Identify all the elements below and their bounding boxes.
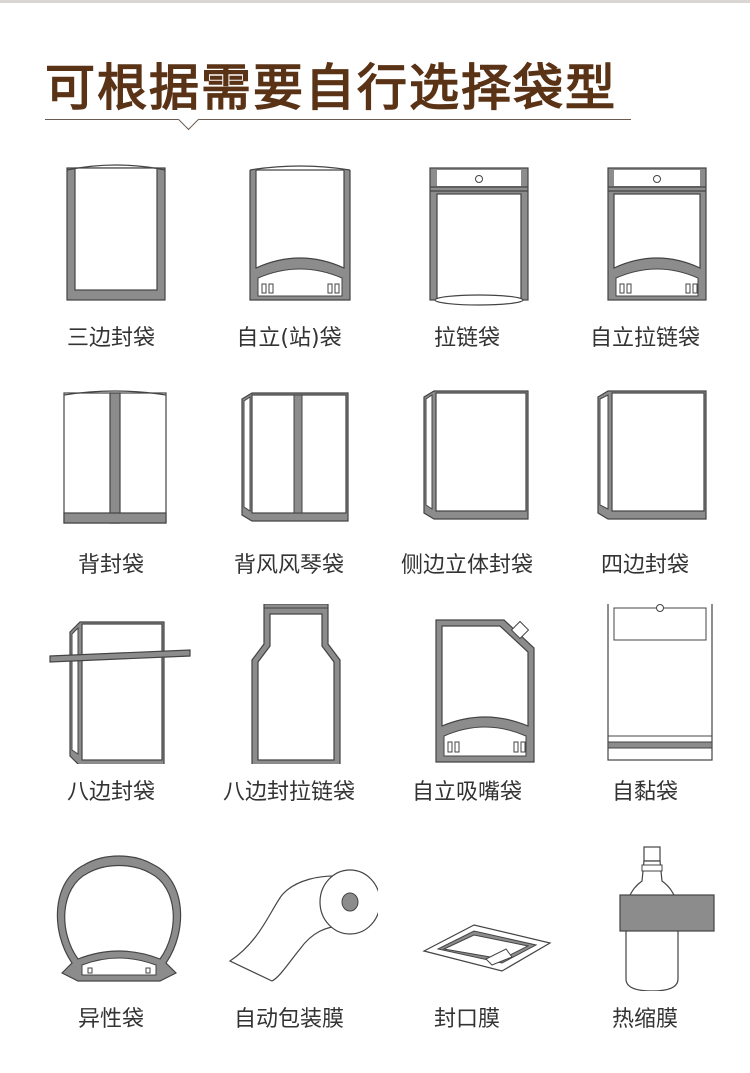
eight-side-seal-bag-icon: [49, 621, 191, 764]
bag-type-label: 背风风琴袋: [233, 553, 344, 578]
stand-up-zipper-bag-icon: [607, 167, 707, 301]
bag-type-item: 自立(站)袋: [200, 150, 378, 377]
bag-type-item: 三边封袋: [22, 150, 200, 377]
bag-type-label: 拉链袋: [433, 326, 500, 351]
bag-type-item: 异性袋: [22, 831, 200, 1058]
bag-type-label: 自立吸嘴袋: [411, 780, 522, 805]
top-border: [0, 0, 750, 3]
self-adhesive-bag-icon: [607, 604, 713, 761]
bag-type-item: 自立吸嘴袋: [378, 604, 556, 831]
bag-type-item: 四边封袋: [556, 377, 734, 604]
bag-type-item: 自动包装膜: [200, 831, 378, 1058]
packaging-film-roll-icon: [228, 869, 378, 982]
three-side-seal-bag-icon: [66, 164, 166, 301]
title-underline: [45, 119, 631, 120]
bag-type-item: 拉链袋: [378, 150, 556, 377]
back-seal-gusset-bag-icon: [241, 392, 349, 522]
bag-type-label: 封口膜: [433, 1007, 500, 1032]
sealing-film-icon: [422, 924, 552, 972]
zipper-bag-icon: [429, 167, 529, 306]
side-gusset-bag-icon: [423, 390, 529, 520]
bag-type-grid: 三边封袋 自立(站)袋 拉链袋: [22, 150, 734, 1060]
bag-type-label: 热缩膜: [611, 1007, 678, 1032]
bag-type-label: 侧边立体封袋: [400, 553, 533, 578]
bag-type-item: 背风风琴袋: [200, 377, 378, 604]
eight-side-zipper-bag-icon: [251, 604, 341, 764]
bag-type-label: 三边封袋: [66, 326, 155, 351]
page-title: 可根据需要自行选择袋型: [45, 59, 617, 117]
bag-type-item: 八边封拉链袋: [200, 604, 378, 831]
bag-type-item: 背封袋: [22, 377, 200, 604]
bag-type-item: 侧边立体封袋: [378, 377, 556, 604]
bag-type-label: 自动包装膜: [233, 1007, 344, 1032]
bag-type-label: 背封袋: [77, 553, 144, 578]
bag-type-label: 八边封袋: [66, 780, 155, 805]
bag-type-item: 八边封袋: [22, 604, 200, 831]
back-seal-bag-icon: [63, 390, 167, 524]
spout-pouch-icon: [435, 619, 535, 763]
shaped-bag-icon: [56, 855, 182, 982]
stand-up-pouch-icon: [249, 165, 351, 301]
bag-type-item: 自立拉链袋: [556, 150, 734, 377]
bag-type-item: 封口膜: [378, 831, 556, 1058]
bag-type-label: 异性袋: [77, 1007, 144, 1032]
bag-type-label: 四边封袋: [600, 553, 689, 578]
bag-type-label: 自黏袋: [611, 780, 678, 805]
bag-type-label: 八边封拉链袋: [222, 780, 355, 805]
four-side-seal-bag-icon: [597, 390, 707, 520]
shrink-film-bottle-icon: [619, 846, 715, 991]
bag-type-label: 自立(站)袋: [236, 326, 342, 351]
bag-type-label: 自立拉链袋: [589, 326, 700, 351]
bag-type-item: 自黏袋: [556, 604, 734, 831]
bag-type-item: 热缩膜: [556, 831, 734, 1058]
